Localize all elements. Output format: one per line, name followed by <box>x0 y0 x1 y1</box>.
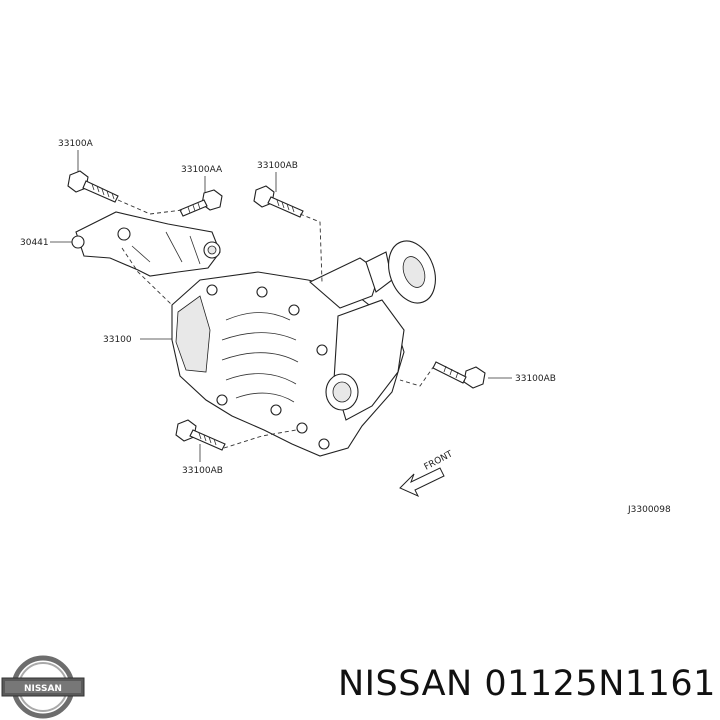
differential-housing-33100 <box>171 240 436 457</box>
callout-33100: 33100 <box>103 335 132 345</box>
callout-33100ab-bottom: 33100AB <box>182 466 223 476</box>
bolt-33100ab-bottom <box>175 419 226 451</box>
bolt-33100ab-right <box>432 361 486 389</box>
logo-wordmark: NISSAN <box>24 684 62 694</box>
front-label: FRONT <box>423 449 455 472</box>
nissan-logo: NISSAN <box>1 655 85 719</box>
callout-33100aa: 33100AA <box>181 165 223 175</box>
callout-33100ab-top: 33100AB <box>257 161 298 171</box>
part-caption: NISSAN 01125N1161 <box>338 664 716 704</box>
caption-brand: NISSAN <box>338 664 473 704</box>
leader-lines <box>50 150 512 462</box>
callout-30441: 30441 <box>20 238 49 248</box>
bolt-33100a <box>67 170 119 203</box>
callout-33100a: 33100A <box>58 139 94 149</box>
front-direction-arrow: FRONT <box>399 449 455 498</box>
bolt-33100aa <box>179 189 223 217</box>
diagram-code: J3300098 <box>627 505 671 515</box>
callout-33100ab-right: 33100AB <box>515 374 556 384</box>
caption-part-number: 01125N1161 <box>484 664 716 704</box>
assembly-dashed-lines <box>117 199 435 449</box>
mount-bracket-30441 <box>71 211 221 277</box>
bolt-33100ab-top <box>253 185 304 218</box>
